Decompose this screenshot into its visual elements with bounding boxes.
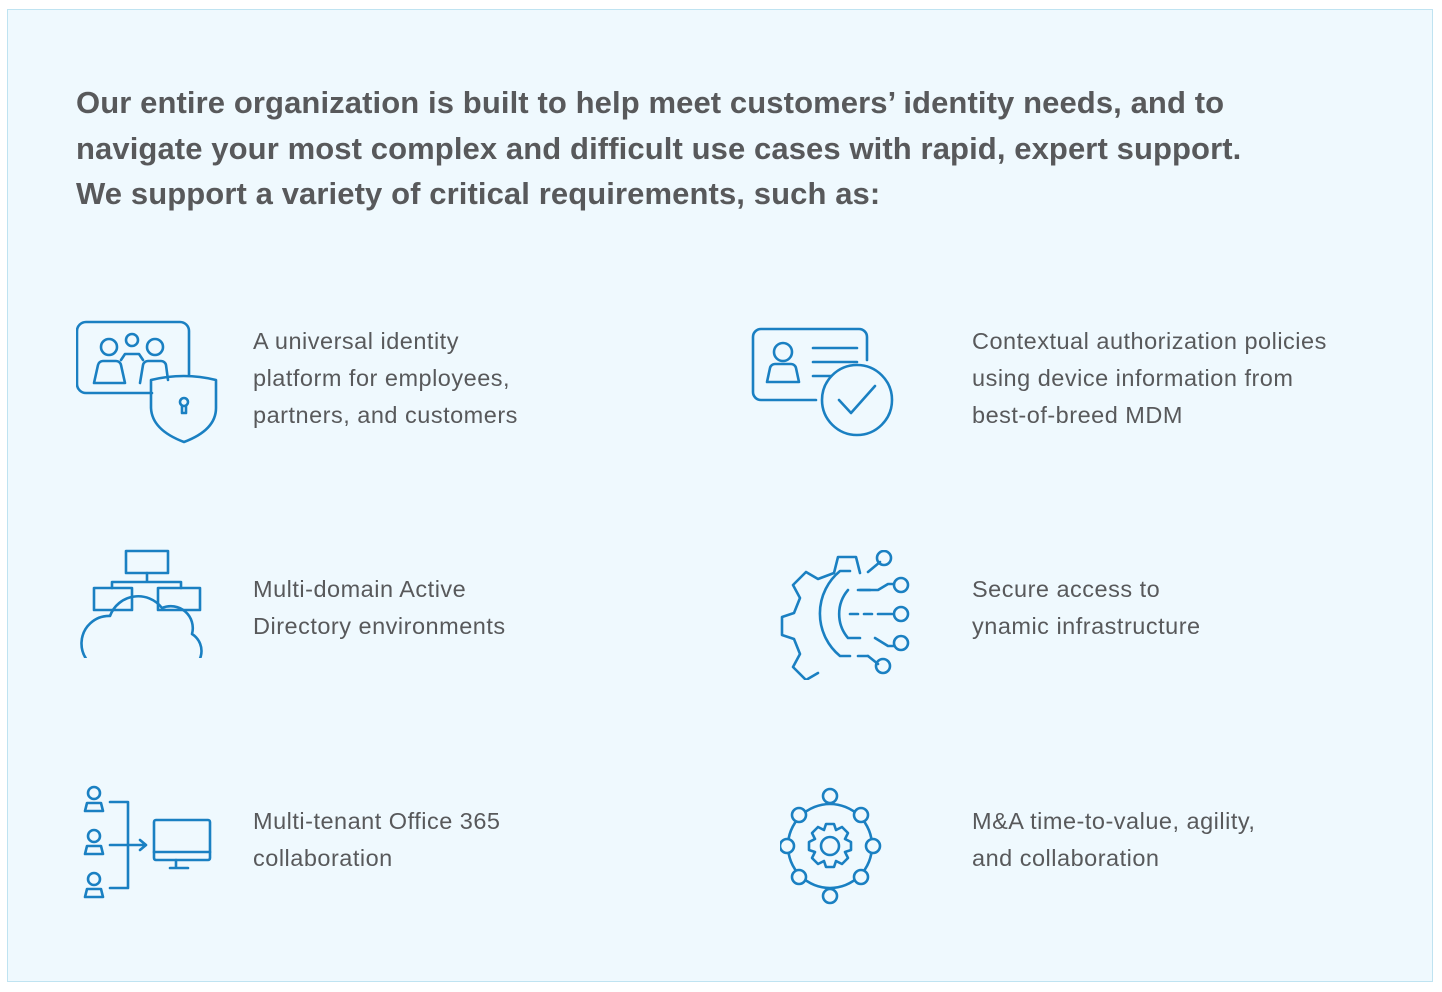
item-text: Multi-tenant Office 365	[253, 808, 501, 834]
item-text: ynamic infrastructure	[972, 613, 1201, 639]
requirement-item: M&A time-to-value, agility, and collabor…	[780, 787, 1415, 940]
requirements-panel	[7, 9, 1433, 982]
requirement-item: Secure access to ynamic infrastructure	[780, 550, 1415, 708]
requirement-item: Multi-domain Active Directory environmen…	[76, 549, 696, 708]
item-text: Secure access to	[972, 576, 1161, 602]
identity-shield-icon	[76, 320, 218, 444]
item-text: platform for employees,	[253, 365, 511, 391]
users-to-monitor-icon	[83, 785, 212, 899]
requirement-item: Contextual authorization policies using …	[751, 320, 1415, 460]
gear-network-icon	[780, 787, 882, 905]
cloud-network-icon	[80, 549, 203, 658]
intro-line: We support a variety of critical require…	[76, 176, 881, 211]
intro-line: Our entire organization is built to help…	[76, 85, 1225, 120]
item-text: Directory environments	[253, 613, 506, 639]
item-text: Contextual authorization policies	[972, 328, 1327, 354]
gear-circuit-icon	[780, 550, 910, 680]
item-text: A universal identity	[253, 328, 459, 354]
intro-line: navigate your most complex and difficult…	[76, 130, 1242, 166]
item-text: best-of-breed MDM	[972, 402, 1183, 428]
requirement-item: A universal identity platform for employ…	[76, 320, 696, 460]
intro-paragraph: Our entire organization is built to help…	[76, 80, 1376, 217]
id-card-check-icon	[751, 327, 894, 437]
item-text: using device information from	[972, 365, 1294, 391]
requirement-item: Multi-tenant Office 365 collaboration	[76, 785, 696, 940]
item-text: partners, and customers	[253, 402, 518, 428]
item-text: M&A time-to-value, agility,	[972, 808, 1256, 834]
item-text: Multi-domain Active	[253, 576, 467, 602]
item-text: collaboration	[253, 845, 393, 871]
item-text: and collaboration	[972, 845, 1160, 871]
